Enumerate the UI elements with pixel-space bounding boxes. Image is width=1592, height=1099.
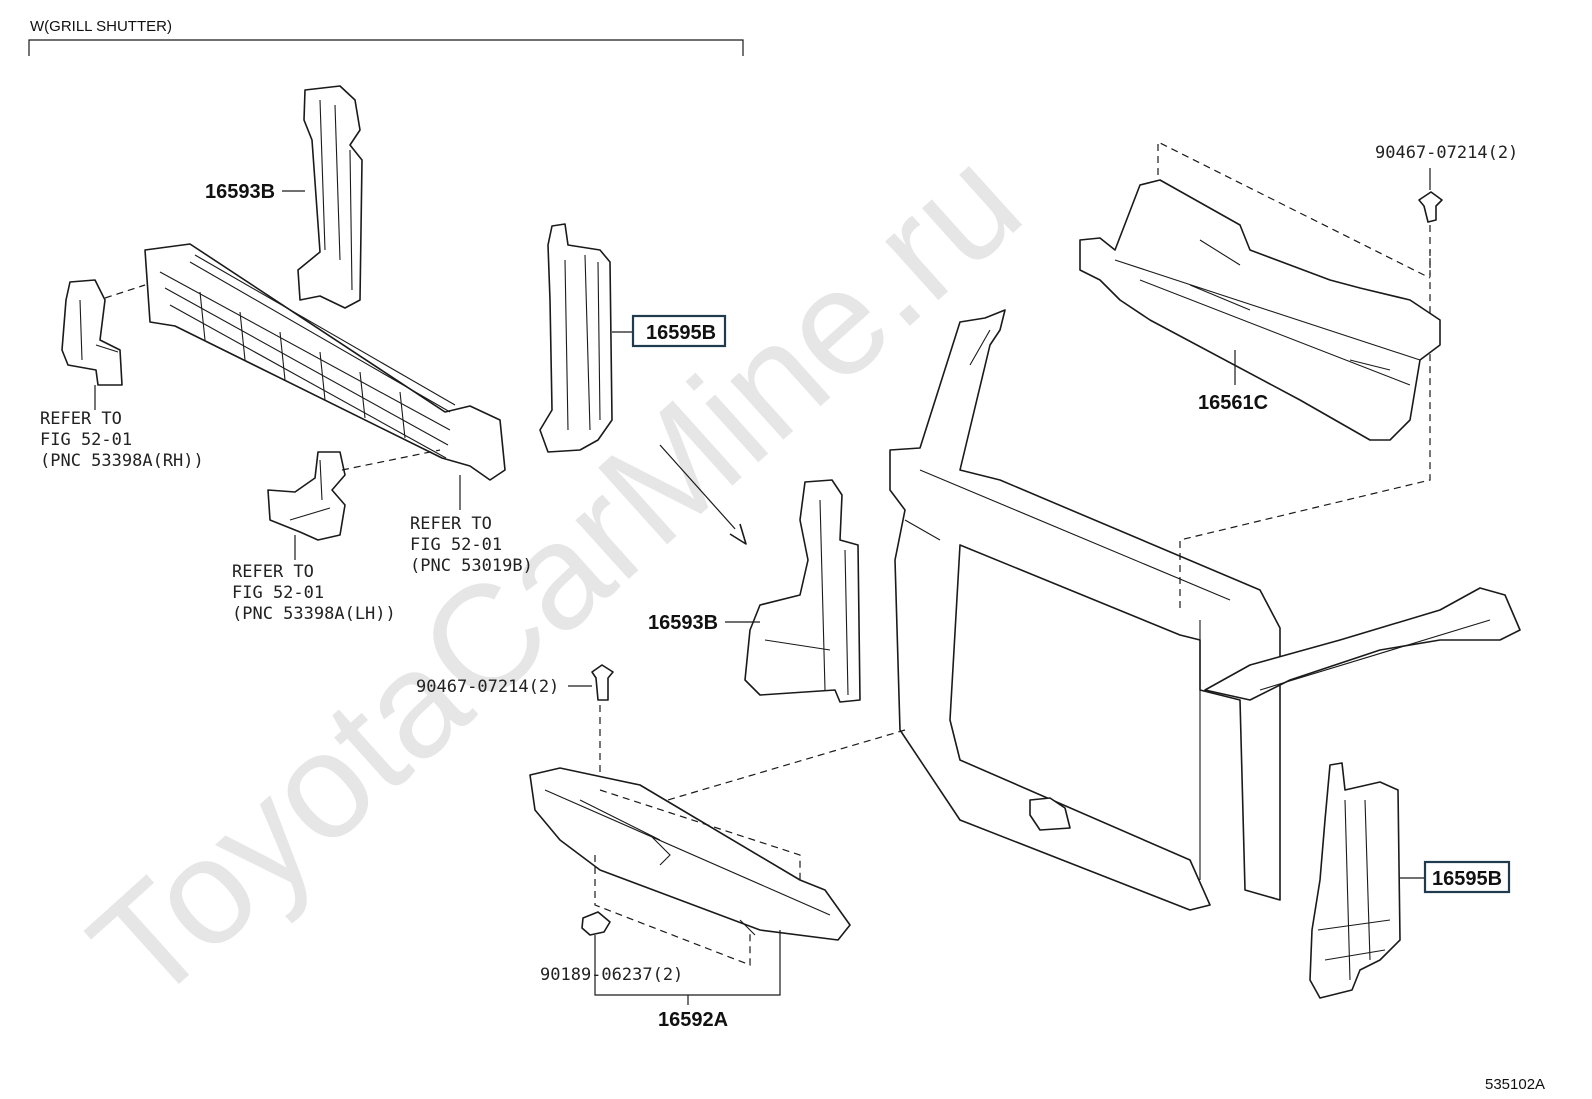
label-16595B-bottom: 16595B [1432, 868, 1502, 890]
label-clip-mid: 90467-07214(2) [416, 677, 559, 697]
cover-16592A [529, 767, 851, 941]
label-clip-top-right: 90467-07214(2) [1375, 143, 1518, 163]
ref-b: REFER TO FIG 52-01 (PNC 53019B) [410, 514, 533, 576]
radiator-support [889, 309, 1521, 911]
highlight-box-16595B-top [631, 314, 727, 348]
header-bracket [28, 39, 744, 56]
label-16593B-mid: 16593B [648, 612, 718, 634]
ref-lh: REFER TO FIG 52-01 (PNC 53398A(LH)) [232, 562, 396, 624]
clip-mid [591, 664, 614, 701]
grill-shutter-assembly [144, 243, 506, 481]
bracket-lh [267, 451, 346, 541]
header-title: W(GRILL SHUTTER) [30, 18, 172, 35]
label-clip-bottom: 90189-06237(2) [540, 965, 683, 985]
label-16593B-top: 16593B [205, 181, 275, 203]
direction-arrow [659, 444, 746, 541]
label-16595B-top: 16595B [646, 322, 716, 344]
seal-16595B-bottom [1309, 762, 1401, 999]
highlight-box-16595B-bottom [1423, 860, 1511, 894]
figure-code: 535102A [1485, 1076, 1545, 1093]
seal-16595B-top [539, 223, 613, 453]
cover-16561C [1079, 179, 1441, 441]
duct-16593B-mid [744, 479, 861, 703]
ref-rh: REFER TO FIG 52-01 (PNC 53398A(RH)) [40, 409, 204, 471]
label-16561C: 16561C [1198, 392, 1268, 414]
clip-bottom [581, 911, 611, 936]
duct-16593B-top [297, 85, 363, 309]
clip-top-right [1418, 191, 1443, 223]
label-16592A: 16592A [658, 1009, 728, 1031]
bracket-rh [61, 279, 123, 386]
